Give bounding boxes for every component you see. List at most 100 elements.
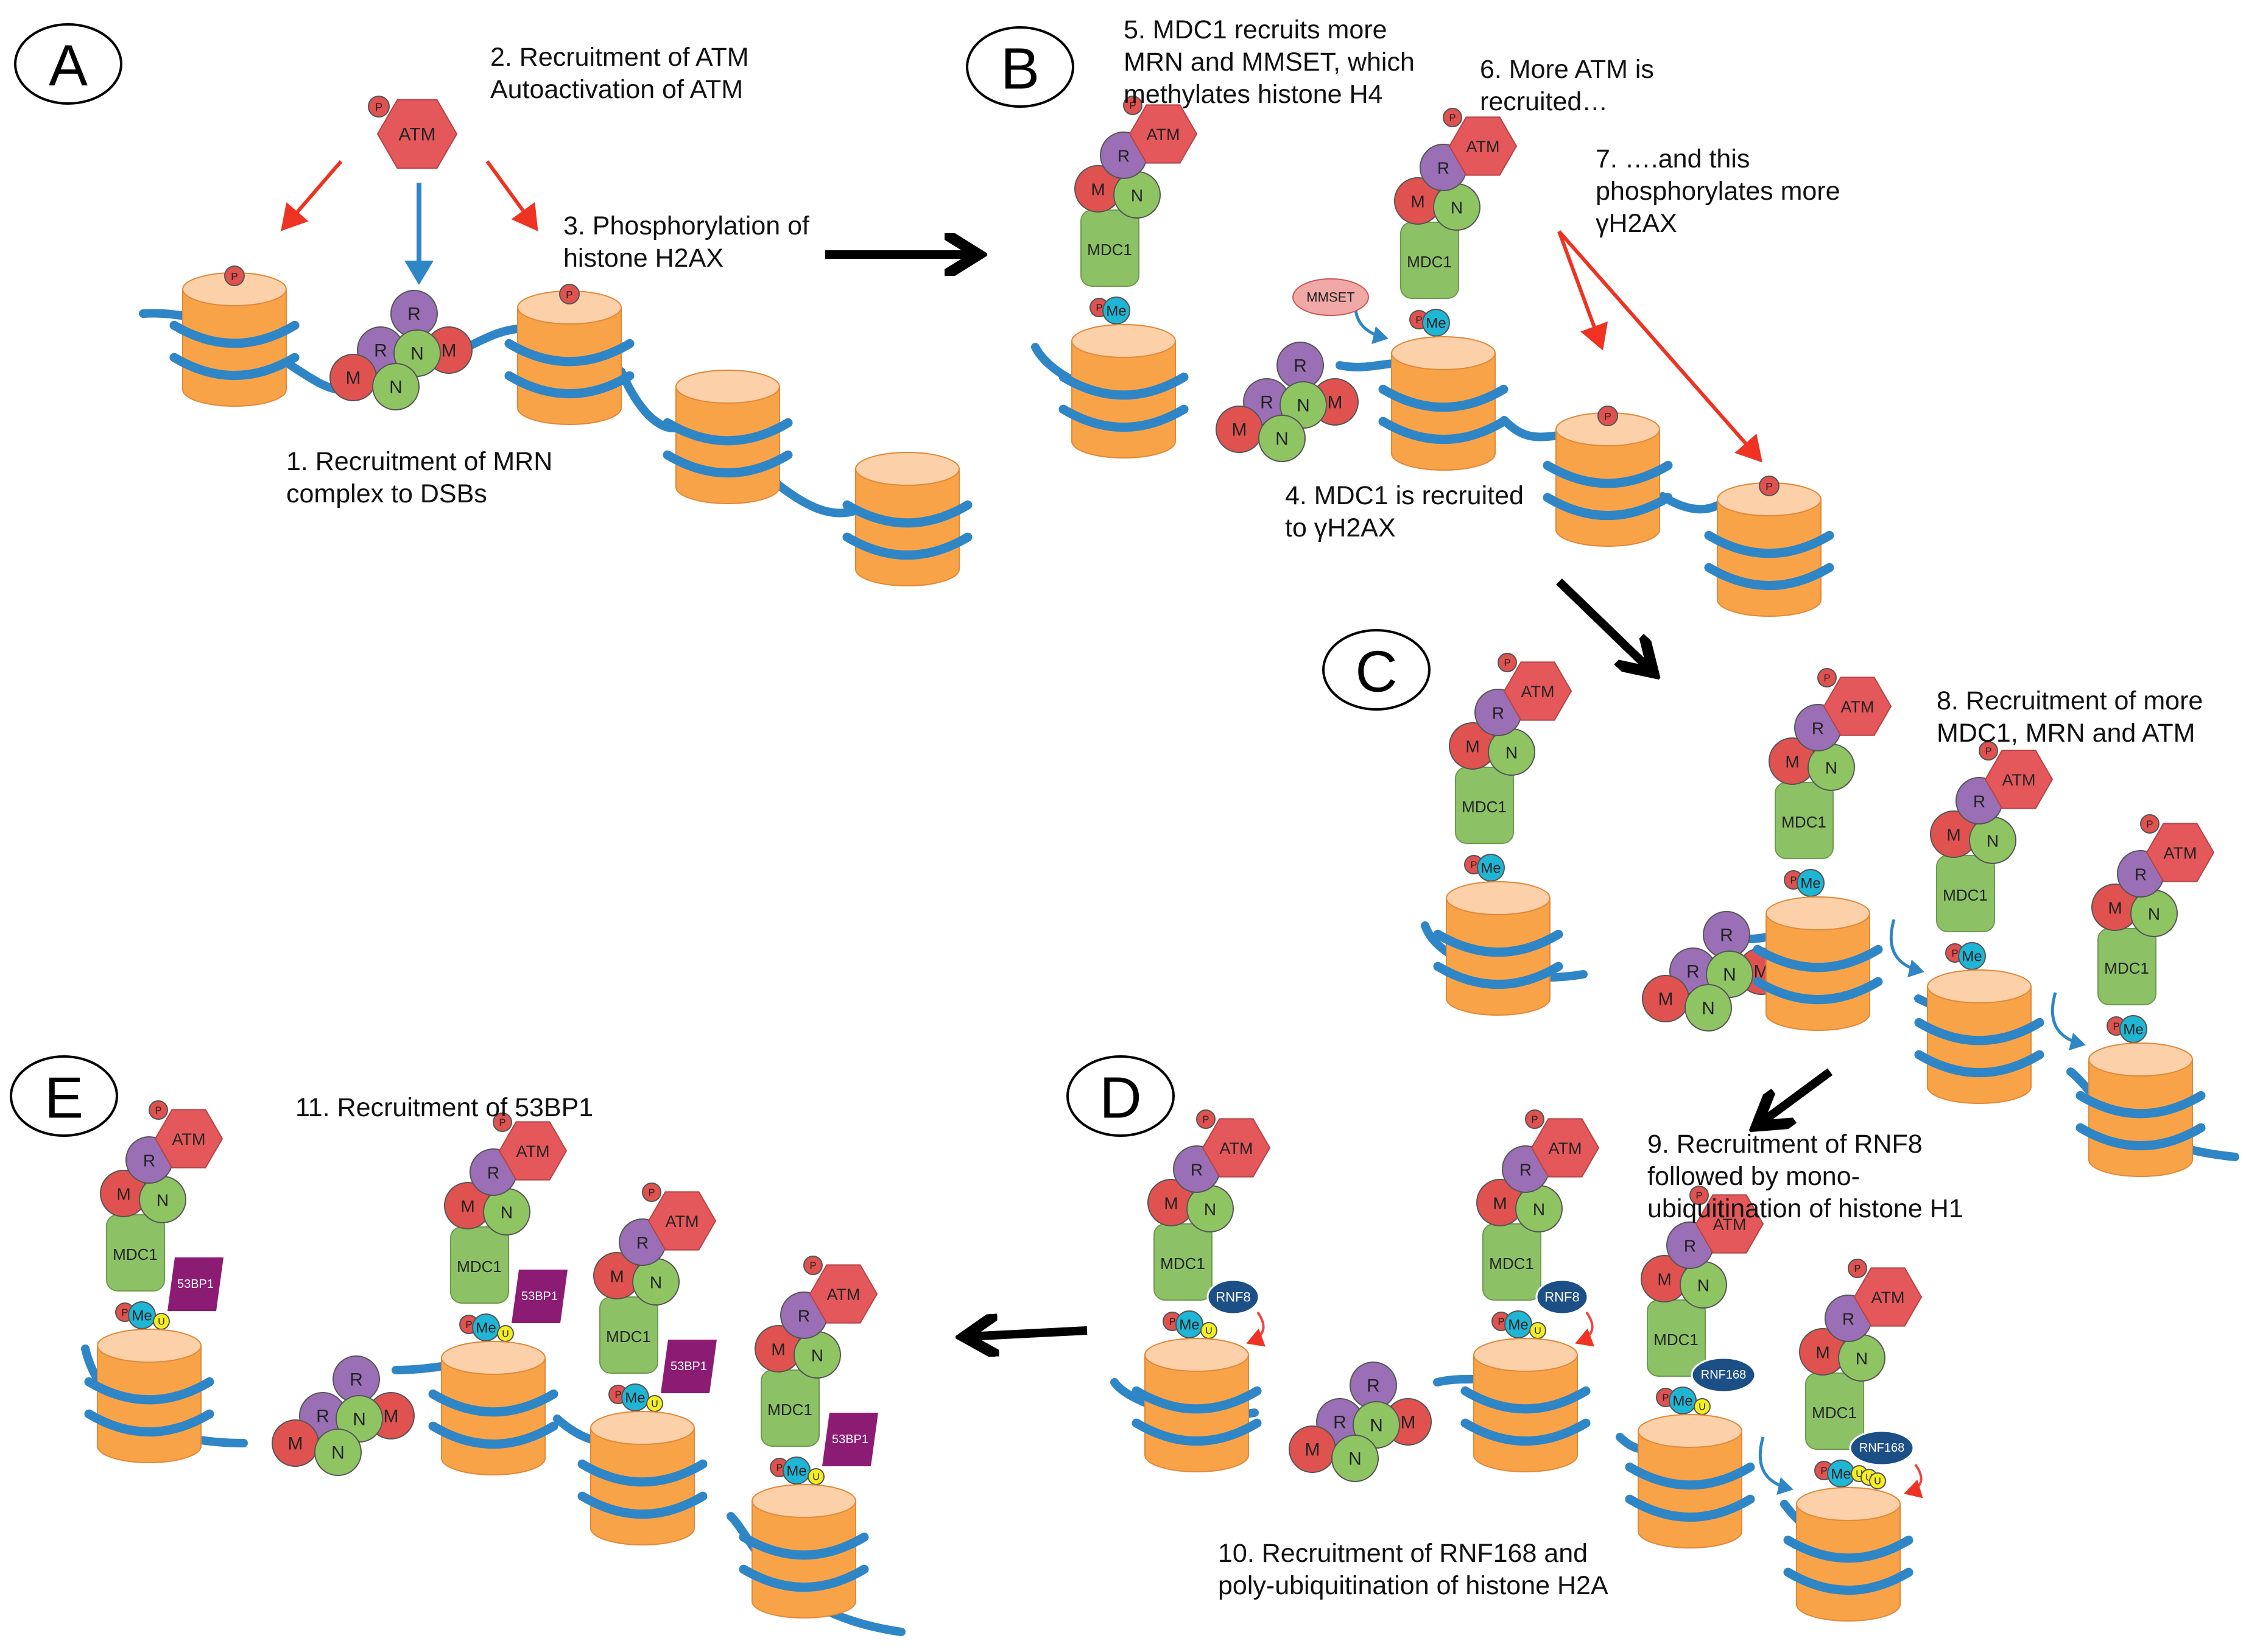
svg-text:P: P	[1823, 673, 1830, 684]
svg-text:N: N	[1505, 743, 1518, 762]
mre11-m: M	[1641, 1255, 1688, 1302]
mre11-m: M	[444, 1182, 491, 1229]
atm-kinase: ATM	[376, 99, 458, 169]
nucleosome	[1433, 881, 1563, 1016]
svg-text:N: N	[1697, 1276, 1709, 1295]
nbs1-n: N	[1353, 1401, 1400, 1449]
nbs1-n: N	[1488, 728, 1535, 776]
svg-text:P: P	[1449, 113, 1456, 124]
methyl-badge: Me	[1827, 1460, 1855, 1488]
mre11-m: M	[329, 354, 377, 401]
svg-text:M: M	[1785, 753, 1799, 772]
svg-text:U: U	[651, 1399, 658, 1410]
ubiquitin-badge: U	[1694, 1398, 1711, 1415]
svg-text:MDC1: MDC1	[1462, 798, 1507, 816]
nucleosome	[1625, 1414, 1755, 1548]
svg-text:ATM: ATM	[1713, 1215, 1747, 1234]
methyl-badge: Me	[128, 1301, 156, 1329]
svg-text:R: R	[798, 1307, 810, 1326]
svg-text:P: P	[1531, 1114, 1538, 1125]
svg-text:P: P	[1695, 1190, 1702, 1201]
svg-text:N: N	[1825, 759, 1837, 778]
rnf168: RNF168	[1691, 1357, 1756, 1393]
atm-kinase: ATM	[647, 1191, 717, 1251]
svg-text:N: N	[811, 1346, 823, 1365]
svg-text:N: N	[1451, 199, 1463, 217]
ubiquitin-badge: U	[646, 1395, 663, 1412]
nbs1-n: N	[1331, 1435, 1379, 1482]
svg-text:M: M	[346, 368, 361, 388]
phosphate-badge: P	[559, 284, 580, 304]
svg-text:R: R	[1684, 1237, 1696, 1256]
svg-text:RNF168: RNF168	[1859, 1441, 1904, 1455]
methyl-badge: Me	[1797, 869, 1825, 897]
mre11-m: M	[1930, 810, 1977, 858]
panel-b-label: B	[966, 26, 1074, 108]
phosphate-badge: P	[1525, 1109, 1544, 1129]
svg-text:A: A	[49, 33, 88, 99]
pathway-arrow-c-to-d	[1760, 1068, 1833, 1123]
svg-text:M: M	[116, 1185, 130, 1204]
svg-text:M: M	[1091, 180, 1105, 199]
svg-text:ATM: ATM	[1466, 138, 1500, 156]
svg-text:M: M	[1401, 1413, 1416, 1433]
atm-kinase: ATM	[1128, 104, 1198, 164]
svg-text:R: R	[1294, 356, 1307, 376]
svg-text:P: P	[1985, 746, 1991, 757]
mre11-m: M	[1394, 177, 1442, 225]
mre11-m: M	[755, 1325, 802, 1373]
svg-text:N: N	[1370, 1416, 1383, 1436]
svg-text:M: M	[288, 1434, 303, 1454]
ubiquitin-badge: U	[1200, 1322, 1217, 1339]
svg-text:ATM: ATM	[2164, 844, 2197, 862]
pathway-arrow-d-to-e	[968, 1330, 1088, 1337]
nucleosome	[739, 1484, 869, 1619]
ubiquitin-badge: U	[153, 1313, 170, 1330]
svg-text:Me: Me	[1800, 876, 1820, 892]
svg-text:U: U	[1205, 1326, 1213, 1337]
svg-text:P: P	[1854, 1264, 1861, 1274]
svg-text:P: P	[1202, 1114, 1209, 1125]
svg-text:MDC1: MDC1	[2104, 959, 2149, 977]
atm-kinase: ATM	[1853, 1267, 1923, 1327]
svg-text:Me: Me	[476, 1320, 496, 1337]
svg-text:P: P	[1790, 875, 1797, 886]
svg-text:MDC1: MDC1	[1812, 1404, 1857, 1422]
svg-text:U: U	[1856, 1469, 1863, 1480]
step-3-caption: 3. Phosphorylation of histone H2AX	[563, 211, 817, 273]
svg-text:B: B	[1001, 37, 1040, 102]
svg-text:M: M	[1164, 1194, 1178, 1213]
phosphate-badge: P	[1498, 653, 1517, 672]
svg-text:N: N	[1856, 1349, 1868, 1368]
phosphate-badge: P	[642, 1183, 661, 1202]
svg-text:P: P	[499, 1117, 505, 1128]
arrow-layer	[281, 160, 1833, 1337]
methyl-badge: Me	[1477, 854, 1505, 882]
svg-text:P: P	[375, 101, 382, 114]
panel-c-label: C	[1322, 629, 1431, 711]
nucleosome	[663, 370, 793, 504]
svg-text:R: R	[407, 304, 421, 325]
step-1-caption: 1. Recruitment of MRN complex to DSBs	[286, 447, 560, 508]
svg-text:R: R	[636, 1234, 649, 1253]
svg-text:N: N	[1204, 1200, 1216, 1219]
ubiquitin-badge: U	[497, 1325, 514, 1342]
svg-text:Me: Me	[1179, 1317, 1199, 1334]
nbs1-n: N	[139, 1176, 186, 1223]
red-arrow-to-h2ax	[281, 160, 343, 231]
atm-kinase: ATM	[1503, 661, 1572, 721]
mdc1: MDC1	[1153, 1223, 1213, 1301]
svg-text:R: R	[1118, 147, 1130, 166]
svg-text:M: M	[1815, 1343, 1829, 1362]
mre11-m: M	[593, 1252, 641, 1299]
svg-text:U: U	[1865, 1473, 1873, 1483]
step-7-caption: 7. ….and this phosphorylates more γH2AX	[1596, 144, 1848, 238]
nucleosome	[84, 1329, 214, 1463]
